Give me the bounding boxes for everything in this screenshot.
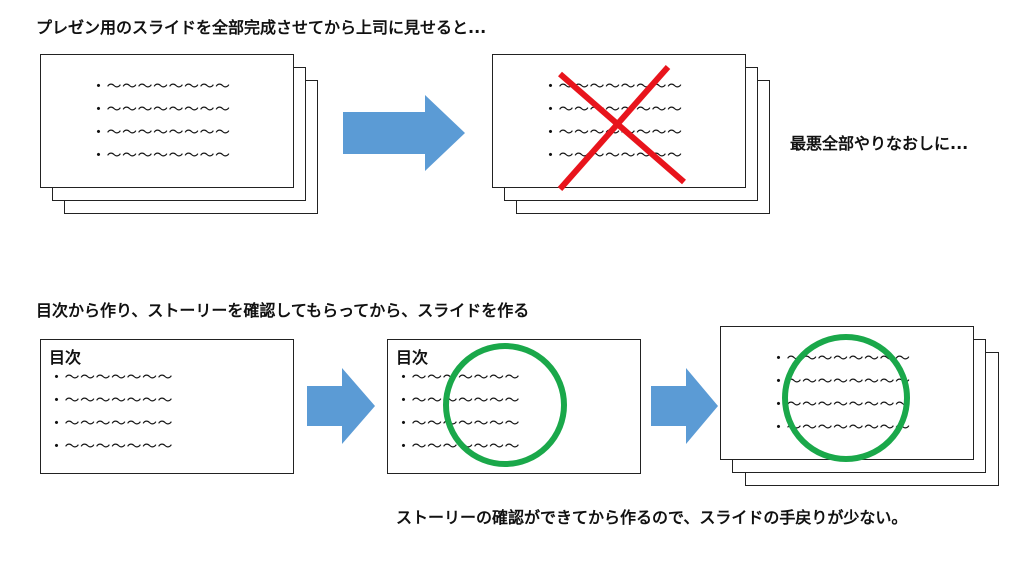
top-heading: プレゼン用のスライドを全部完成させてから上司に見せると... <box>36 18 487 37</box>
bullet-line: ・〜〜〜〜〜〜〜 <box>396 368 521 386</box>
slide-a-bullets: ・〜〜〜〜〜〜〜〜 ・〜〜〜〜〜〜〜〜 ・〜〜〜〜〜〜〜〜 ・〜〜〜〜〜〜〜〜 <box>91 75 231 167</box>
bullet-line: ・〜〜〜〜〜〜〜 <box>49 391 174 409</box>
toc-title: 目次 <box>396 348 429 367</box>
toc-2-bullets: ・〜〜〜〜〜〜〜 ・〜〜〜〜〜〜〜 ・〜〜〜〜〜〜〜 ・〜〜〜〜〜〜〜 <box>396 366 520 458</box>
toc-slide-2: 目次 ・〜〜〜〜〜〜〜 ・〜〜〜〜〜〜〜 ・〜〜〜〜〜〜〜 ・〜〜〜〜〜〜〜 <box>387 339 641 474</box>
cross-mark-icon <box>557 65 686 191</box>
arrow-right-icon <box>651 368 718 444</box>
slide-a: ・〜〜〜〜〜〜〜〜 ・〜〜〜〜〜〜〜〜 ・〜〜〜〜〜〜〜〜 ・〜〜〜〜〜〜〜〜 <box>40 54 294 188</box>
bullet-line: ・〜〜〜〜〜〜〜 <box>396 391 521 409</box>
circle-mark-icon <box>782 334 910 462</box>
bullet-line: ・〜〜〜〜〜〜〜〜 <box>91 100 231 118</box>
toc-title: 目次 <box>49 348 82 367</box>
bullet-line: ・〜〜〜〜〜〜〜〜 <box>771 395 911 413</box>
bullet-line: ・〜〜〜〜〜〜〜 <box>49 414 174 432</box>
bullet-line: ・〜〜〜〜〜〜〜 <box>49 437 174 455</box>
circle-mark-icon <box>443 343 567 467</box>
top-result: 最悪全部やりなおしに... <box>790 134 969 153</box>
bullet-line: ・〜〜〜〜〜〜〜〜 <box>91 77 231 95</box>
bullet-line: ・〜〜〜〜〜〜〜〜 <box>91 123 231 141</box>
arrow-right-icon <box>307 368 375 444</box>
bullet-line: ・〜〜〜〜〜〜〜 <box>396 437 521 455</box>
toc-slide-1: 目次 ・〜〜〜〜〜〜〜 ・〜〜〜〜〜〜〜 ・〜〜〜〜〜〜〜 ・〜〜〜〜〜〜〜 <box>40 339 294 474</box>
bullet-line: ・〜〜〜〜〜〜〜〜 <box>771 372 911 390</box>
bullet-line: ・〜〜〜〜〜〜〜〜 <box>543 100 683 118</box>
bullet-line: ・〜〜〜〜〜〜〜〜 <box>91 146 231 164</box>
toc-1-bullets: ・〜〜〜〜〜〜〜 ・〜〜〜〜〜〜〜 ・〜〜〜〜〜〜〜 ・〜〜〜〜〜〜〜 <box>49 366 173 458</box>
bullet-line: ・〜〜〜〜〜〜〜〜 <box>771 418 911 436</box>
bullet-line: ・〜〜〜〜〜〜〜 <box>49 368 174 386</box>
arrow-right-icon <box>343 95 465 171</box>
bottom-heading: 目次から作り、ストーリーを確認してもらってから、スライドを作る <box>36 301 530 320</box>
slide-c: ・〜〜〜〜〜〜〜〜 ・〜〜〜〜〜〜〜〜 ・〜〜〜〜〜〜〜〜 ・〜〜〜〜〜〜〜〜 <box>720 326 974 460</box>
bottom-result: ストーリーの確認ができてから作るので、スライドの手戻りが少ない。 <box>396 508 908 527</box>
bullet-line: ・〜〜〜〜〜〜〜 <box>396 414 521 432</box>
